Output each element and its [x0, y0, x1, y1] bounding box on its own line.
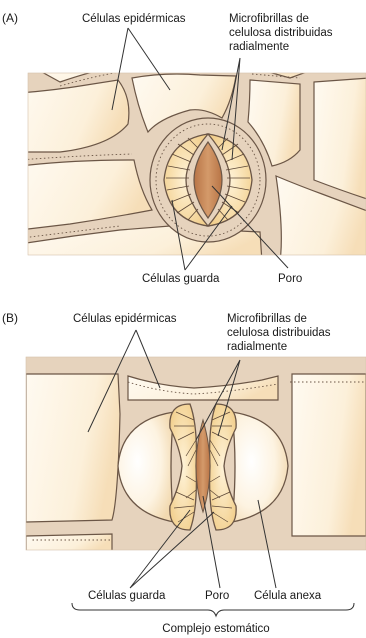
panel-a-microfibrils-label-1: Microfibrillas de: [229, 13, 309, 25]
panel-b-epidermal-cell: [292, 374, 366, 536]
panel-b-label: (B): [2, 311, 18, 325]
panel-b-pore-label: Poro: [205, 590, 229, 602]
panel-b-microfibrils-label-2: celulosa distribuidas: [227, 327, 331, 339]
panel-b-epidermal-label: Células epidérmicas: [73, 313, 177, 325]
panel-b-microfibrils-label-1: Microfibrillas de: [227, 313, 307, 325]
panel-a-pore-label: Poro: [278, 273, 302, 285]
panel-a-microfibrils-label-3: radialmente: [229, 41, 289, 53]
panel-b-subsidiary-label: Célula anexa: [254, 590, 322, 602]
panel-b-guard-cells-label: Células guarda: [88, 590, 166, 602]
panel-b-microfibrils-label-3: radialmente: [227, 341, 287, 353]
panel-b-complex-label: Complejo estomático: [162, 623, 269, 635]
panel-a-tissue: [20, 60, 366, 262]
panel-b-complex-brace: [72, 603, 354, 616]
panel-a: (A) Células epidérmicas Microfibrillas d…: [2, 11, 366, 285]
panel-b-epidermal-cell: [26, 374, 120, 522]
panel-a-epidermal-cell: [314, 78, 366, 200]
panel-a-guard-cells-label: Células guarda: [142, 273, 220, 285]
panel-b: (B) Células epidérmicas Microfibrillas d…: [2, 311, 366, 635]
panel-b-epidermal-cell: [26, 534, 112, 552]
panel-b-tissue: [26, 357, 366, 552]
panel-a-label: (A): [2, 11, 18, 25]
panel-a-microfibrils-label-2: celulosa distribuidas: [229, 27, 333, 39]
panel-a-epidermal-label: Células epidérmicas: [82, 13, 186, 25]
